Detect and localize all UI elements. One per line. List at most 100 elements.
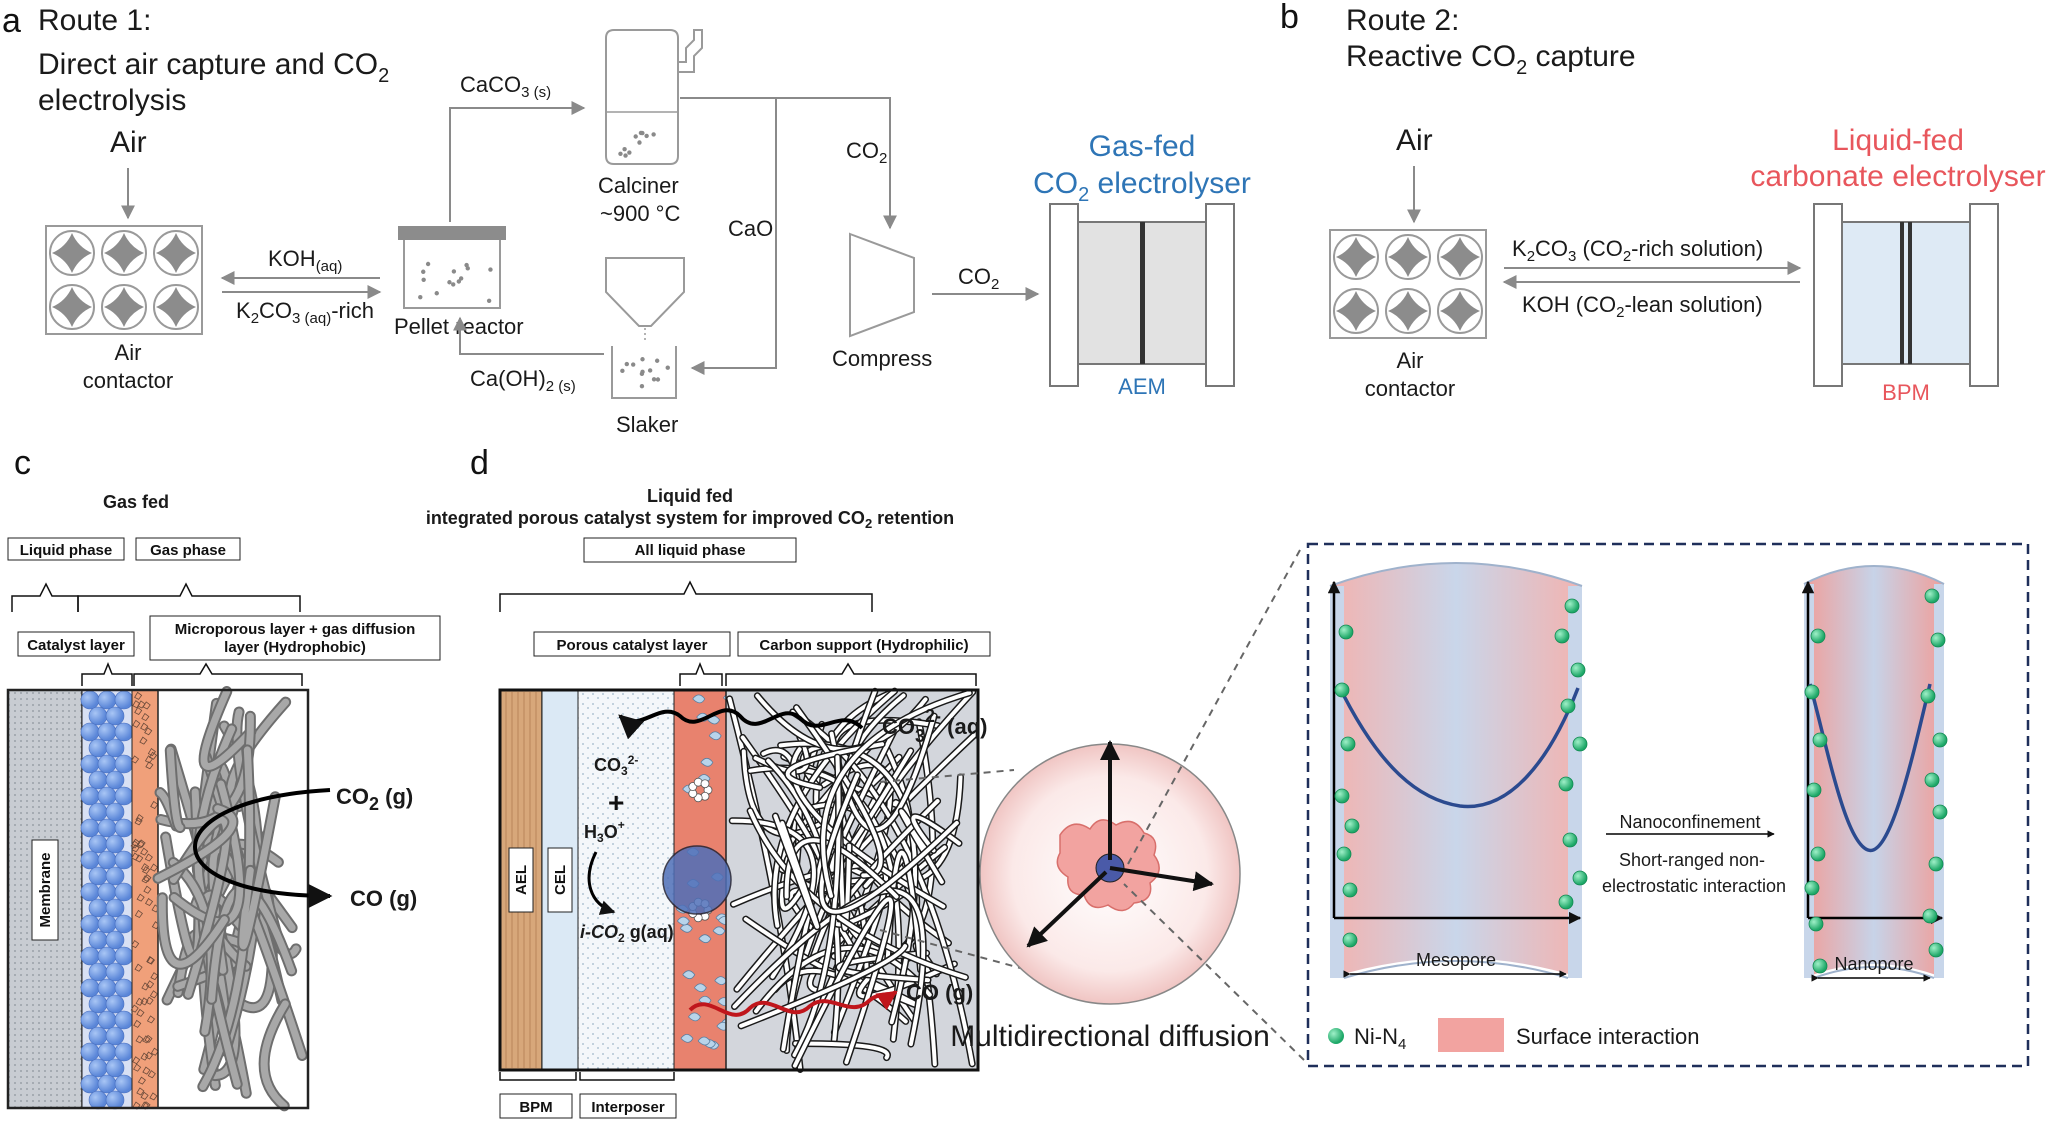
gas-fed-electrolyser-icon (1049, 203, 1235, 387)
ael-label: AEL (513, 865, 530, 895)
zoom-source-circle (662, 845, 732, 915)
lean-solution-label: KOH (CO2-lean solution) (1522, 292, 1763, 321)
liquid-fed-subheading: integrated porous catalyst system for im… (426, 508, 954, 531)
pellet-reactor-label: Pellet reactor (394, 314, 524, 339)
membrane-label-box: Membrane (31, 839, 59, 941)
mesopore-label: Mesopore (1416, 950, 1496, 970)
zoom-line-box-bottom (1123, 883, 1305, 1061)
caoh2-arrow (453, 316, 604, 355)
caoh2-label: Ca(OH)2 (s) (470, 366, 576, 395)
ico2-arrow (587, 851, 616, 915)
slaker-label: Slaker (616, 412, 678, 437)
diffusion-arrow-left (1026, 870, 1108, 948)
gas-phase-box (135, 537, 241, 561)
h3o-label: H3O+ (584, 818, 625, 845)
all-liquid-label: All liquid phase (635, 542, 746, 559)
route2-title: Route 2: (1346, 4, 1459, 37)
cao-arrow (690, 98, 777, 375)
cog-label-d: CO (g) (906, 980, 973, 1005)
air-contactor-label-1: Air (115, 340, 142, 365)
interposer-box (579, 1093, 677, 1119)
catalyst-layer-box (17, 631, 135, 657)
air-contactor-b-label-1: Air (1397, 348, 1424, 373)
co3aq-label: CO32- (aq) (882, 706, 987, 746)
cao-label: CaO (728, 216, 773, 241)
rich-solution-label: K2CO3 (CO2-rich solution) (1512, 236, 1763, 265)
panel-d-letter: d (470, 444, 489, 482)
air-contactor-label-2: contactor (83, 368, 174, 393)
membrane-label: Membrane (37, 852, 54, 927)
panel-b-letter: b (1280, 0, 1299, 36)
gas-fed-title-1: Gas-fed (1089, 130, 1196, 163)
interposer-layer (577, 689, 675, 1071)
cel-label-box: CEL (547, 847, 573, 913)
calciner-label: Calciner (598, 173, 679, 198)
compress-label: Compress (832, 346, 932, 371)
air-contactor-b-label-2: contactor (1365, 376, 1456, 401)
nanopore-label: Nanopore (1834, 954, 1913, 974)
bpm-label-b: BPM (1882, 380, 1930, 405)
surface-interaction-legend-label: Surface interaction (1516, 1024, 1699, 1049)
route1-title: Route 1: (38, 4, 151, 37)
koh-label: KOH(aq) (268, 246, 342, 275)
diffusion-arrow-right (1109, 866, 1214, 892)
bpm-bracket (499, 1072, 577, 1081)
calciner-icon (605, 29, 703, 165)
aem-label: AEM (1118, 374, 1166, 399)
gas-fed-title-2: CO2 electrolyser (1033, 167, 1251, 206)
interposer-label: Interposer (591, 1099, 665, 1116)
mesopore-diagram (1327, 562, 1588, 979)
liquid-phase-label: Liquid phase (20, 542, 113, 559)
bpm-box (499, 1093, 573, 1119)
liquid-phase-box (7, 537, 125, 561)
panel-a-letter: a (2, 2, 21, 40)
gas-phase-label: Gas phase (150, 542, 226, 559)
liquid-phase-bracket (11, 582, 79, 612)
panel-c-letter: c (14, 444, 31, 482)
mpl-bracket (133, 662, 303, 686)
ael-label-box: AEL (508, 847, 534, 913)
cell-d-frame (498, 688, 980, 1072)
calciner-co2-arrow (680, 97, 897, 230)
co2g-label-c: CO2 (g) (336, 784, 413, 814)
route2-subtitle: Reactive CO2 capture (1346, 40, 1636, 79)
co2-label-b: CO2 (958, 264, 999, 293)
ni-n4-legend-dot (1328, 1028, 1344, 1044)
bpm-label-d: BPM (519, 1099, 552, 1116)
gdl-fibers (152, 686, 308, 1112)
air-label-a: Air (110, 126, 147, 159)
pore-detail-box (1306, 542, 2030, 1068)
calciner-temp-label: ~900 °C (600, 201, 680, 226)
panel-d: d Liquid fed integrated porous catalyst … (426, 444, 2030, 1119)
compressor-icon (849, 232, 915, 338)
all-liquid-bracket (499, 580, 873, 612)
slaker-icon (605, 257, 685, 399)
nanoconfinement-label: Nanoconfinement (1619, 812, 1760, 832)
ico2-label: i-CO2 g(aq) (580, 922, 674, 945)
mpl-label-1: Microporous layer + gas diffusion (175, 621, 415, 638)
co-red-arrow (688, 990, 898, 1017)
surface-interaction-legend-swatch (1438, 1018, 1504, 1052)
porous-catalyst-box (533, 631, 731, 657)
microporous-texture (130, 691, 160, 1110)
co2-co-arrow-c (193, 788, 333, 908)
catalyst-bracket (81, 661, 133, 686)
route1-subtitle-2: electrolysis (38, 84, 186, 117)
carbon-support-bracket (725, 662, 977, 686)
panel-c: c Gas fed Liquid phase Gas phase Catalys… (6, 444, 441, 1112)
co3-wavy-arrow (618, 708, 864, 740)
panel-a: a Route 1: Direct air capture and CO2 el… (2, 2, 1251, 437)
gas-fed-heading: Gas fed (103, 492, 169, 512)
all-liquid-box (583, 537, 797, 563)
ni-n4-legend-label: Ni-N4 (1354, 1024, 1406, 1053)
co2-label-a: CO2 (846, 138, 887, 167)
caco3-arrow (449, 101, 586, 222)
short-range-label-1: Short-ranged non- (1619, 850, 1765, 870)
air-contactor-icon (45, 225, 203, 335)
cell-c-frame (6, 688, 310, 1110)
nanopore-diagram (1801, 565, 1948, 982)
liquid-fed-heading: Liquid fed (647, 486, 733, 506)
liquid-fed-title-2: carbonate electrolyser (1750, 160, 2045, 193)
air-contactor-b-icon (1329, 229, 1487, 339)
